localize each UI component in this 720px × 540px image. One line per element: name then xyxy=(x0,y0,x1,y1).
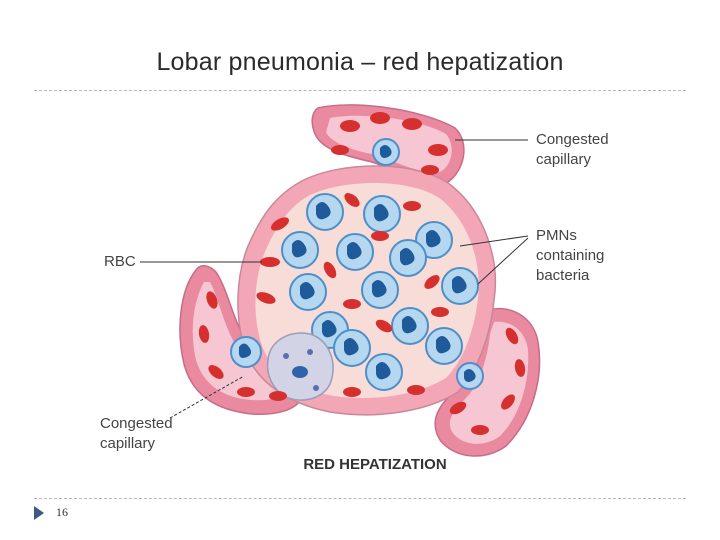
macrophage xyxy=(266,332,334,401)
label-line: PMNs xyxy=(536,227,577,244)
rbc xyxy=(431,307,449,317)
rbc xyxy=(471,425,489,435)
label-congested-capillary-bottom: Congested capillary xyxy=(100,414,173,454)
footer-divider xyxy=(34,498,686,499)
rbc xyxy=(501,394,515,410)
rbc xyxy=(424,275,440,289)
pmn-cell xyxy=(391,307,429,345)
rbc xyxy=(370,112,390,124)
pmn-cell xyxy=(281,231,319,269)
title-divider xyxy=(34,90,686,91)
rbc xyxy=(428,144,448,156)
rbc xyxy=(269,391,287,401)
rbc-cluster xyxy=(198,112,526,435)
pmn-cell xyxy=(363,195,401,233)
page-number: 16 xyxy=(56,505,68,519)
rbc xyxy=(208,365,224,379)
rbc xyxy=(323,261,337,279)
label-line: containing xyxy=(536,247,605,264)
pmn-cell xyxy=(372,138,400,166)
rbc xyxy=(206,291,218,309)
rbc xyxy=(270,217,290,231)
label-line: Congested xyxy=(100,415,173,432)
leader-line-pmns xyxy=(459,235,529,247)
figure-caption: RED HEPATIZATION xyxy=(303,456,447,473)
rbc xyxy=(331,145,349,155)
label-rbc: RBC xyxy=(104,253,136,270)
rbc xyxy=(260,257,280,267)
rbc xyxy=(407,385,425,395)
rbc xyxy=(505,327,519,345)
rbc xyxy=(344,193,360,207)
pmn-cell xyxy=(415,221,453,259)
label-line: bacteria xyxy=(536,267,590,284)
rbc xyxy=(256,292,276,304)
rbc xyxy=(375,319,393,333)
rbc xyxy=(371,231,389,241)
pmn-cell xyxy=(441,267,479,305)
rbc xyxy=(421,165,439,175)
rbc xyxy=(340,120,360,132)
pmn-cluster xyxy=(230,138,484,391)
pmn-cell xyxy=(230,336,262,368)
label-pmns: PMNs containing bacteria xyxy=(536,226,604,286)
pmn-cell xyxy=(333,329,371,367)
label-line: capillary xyxy=(536,151,592,168)
pmn-cell xyxy=(425,327,463,365)
label-line: Congested xyxy=(536,131,609,148)
rbc xyxy=(237,387,255,397)
leader-line-congested-bottom xyxy=(169,375,245,419)
pmn-cell xyxy=(365,353,403,391)
triangle-bullet-icon xyxy=(34,506,44,520)
pmn-cell xyxy=(289,273,327,311)
rbc xyxy=(449,401,467,415)
pmn-cell xyxy=(456,362,484,390)
leader-lines xyxy=(140,139,529,419)
rbc xyxy=(402,118,422,130)
label-congested-capillary-top: Congested capillary xyxy=(536,130,609,170)
pmn-cell xyxy=(361,271,399,309)
rbc xyxy=(514,359,526,377)
rbc xyxy=(403,201,421,211)
rbc xyxy=(343,387,361,397)
pmn-cell xyxy=(389,239,427,277)
rbc xyxy=(343,299,361,309)
pmn-cell xyxy=(336,233,374,271)
rbc xyxy=(198,325,210,343)
pmn-cell xyxy=(306,193,344,231)
slide-title: Lobar pneumonia – red hepatization xyxy=(156,48,564,76)
leader-line-pmns-2 xyxy=(477,237,529,285)
label-line: capillary xyxy=(100,435,156,452)
